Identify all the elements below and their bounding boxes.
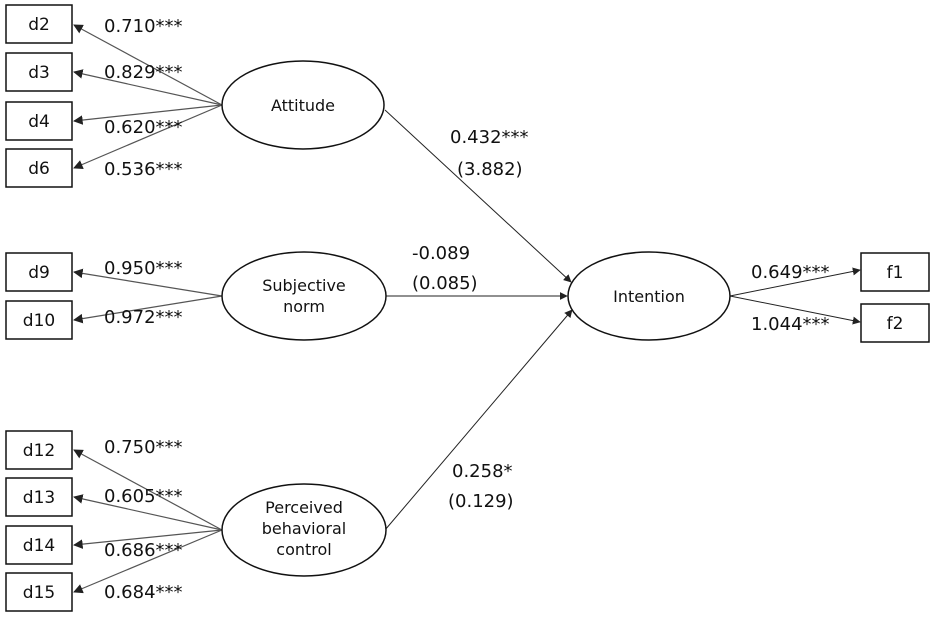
- loading-value-d14: 0.686***: [104, 540, 183, 561]
- indicator-label-d15: d15: [23, 583, 55, 603]
- indicator-d12: d12: [5, 430, 73, 470]
- indicator-label-d2: d2: [28, 15, 50, 35]
- loading-arrow-d4: [73, 104, 223, 125]
- indicator-f1: f1: [860, 252, 930, 292]
- loading-value-f1: 0.649***: [751, 262, 830, 283]
- loading-arrow-d9: [73, 268, 223, 297]
- indicator-label-d3: d3: [28, 63, 50, 83]
- latent-label-intention: Intention: [613, 287, 685, 306]
- path-coef-attitude: 0.432***: [450, 127, 529, 148]
- loading-arrow-d14: [73, 529, 223, 549]
- indicator-label-d12: d12: [23, 441, 55, 461]
- latent-label-subjective-norm-line1: Subjective: [262, 276, 346, 295]
- path-se-attitude: (3.882): [457, 159, 523, 180]
- loading-value-f2: 1.044***: [751, 314, 830, 335]
- loading-value-d10: 0.972***: [104, 307, 183, 328]
- path-coef-pbc: 0.258*: [452, 461, 513, 482]
- indicator-d4: d4: [5, 101, 73, 141]
- indicator-label-d10: d10: [23, 311, 55, 331]
- loading-arrow-d3: [73, 69, 223, 106]
- loading-arrow-d15: [73, 529, 223, 594]
- indicator-f2: f2: [860, 303, 930, 343]
- latent-label-attitude: Attitude: [271, 96, 335, 115]
- indicator-d14: d14: [5, 525, 73, 565]
- indicator-d3: d3: [5, 52, 73, 92]
- indicator-label-f2: f2: [887, 314, 904, 334]
- latent-perceived-behavioral-control: Perceived behavioral control: [221, 483, 387, 577]
- loading-value-d2: 0.710***: [104, 16, 183, 37]
- loading-arrow-d10: [73, 295, 223, 324]
- indicator-label-d13: d13: [23, 488, 55, 508]
- indicator-label-d9: d9: [28, 263, 50, 283]
- indicator-label-d4: d4: [28, 112, 50, 132]
- indicator-label-d6: d6: [28, 159, 50, 179]
- latent-label-pbc-line2: behavioral: [262, 519, 346, 538]
- path-se-pbc: (0.129): [448, 491, 514, 512]
- loading-value-d15: 0.684***: [104, 582, 183, 603]
- indicator-d6: d6: [5, 148, 73, 188]
- loading-arrow-f2: [729, 295, 861, 325]
- loading-arrow-d2: [73, 24, 223, 106]
- loading-arrow-d12: [73, 449, 223, 531]
- indicator-d2: d2: [5, 4, 73, 44]
- indicator-d15: d15: [5, 572, 73, 612]
- loading-value-d9: 0.950***: [104, 258, 183, 279]
- loading-value-d6: 0.536***: [104, 159, 183, 180]
- latent-intention: Intention: [567, 251, 731, 341]
- latent-label-pbc-line1: Perceived: [265, 498, 343, 517]
- latent-subjective-norm: Subjective norm: [221, 251, 387, 341]
- latent-label-pbc-line3: control: [276, 540, 331, 559]
- latent-attitude: Attitude: [221, 60, 385, 150]
- indicator-d9: d9: [5, 252, 73, 292]
- indicator-d10: d10: [5, 300, 73, 340]
- loading-arrow-f1: [729, 267, 861, 297]
- loading-value-d12: 0.750***: [104, 437, 183, 458]
- loading-arrow-d6: [73, 104, 223, 170]
- indicator-label-d14: d14: [23, 536, 55, 556]
- latent-label-subjective-norm-line2: norm: [283, 297, 325, 316]
- path-arrow-pbc-intention: [384, 309, 573, 531]
- loading-value-d13: 0.605***: [104, 486, 183, 507]
- indicator-d13: d13: [5, 477, 73, 517]
- indicator-label-f1: f1: [887, 263, 904, 283]
- path-se-subjective-norm: (0.085): [412, 273, 478, 294]
- path-arrow-attitude-intention: [384, 109, 572, 283]
- loading-value-d3: 0.829***: [104, 62, 183, 83]
- path-coef-subjective-norm: -0.089: [412, 243, 470, 264]
- loading-arrow-d13: [73, 494, 223, 531]
- loading-value-d4: 0.620***: [104, 117, 183, 138]
